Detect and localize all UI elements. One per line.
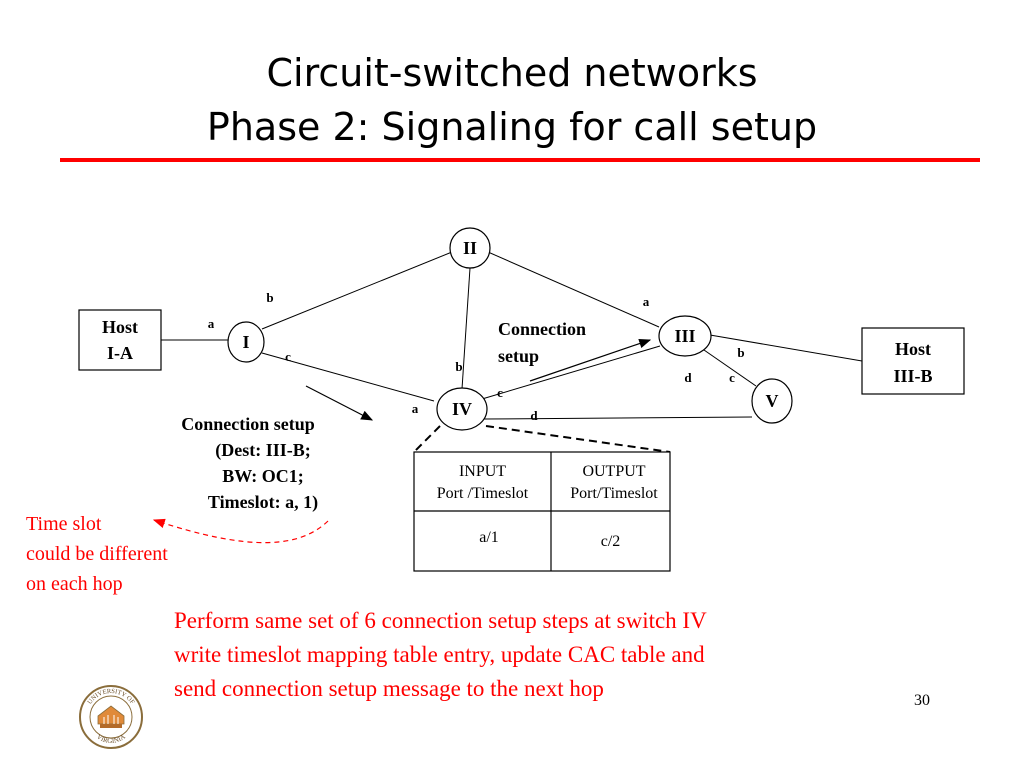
table-callout-left <box>413 425 441 453</box>
links <box>161 251 863 420</box>
title-underline <box>60 158 980 162</box>
footer-explanation: Perform same set of 6 connection setup s… <box>174 604 707 706</box>
switch-II: II <box>449 227 491 269</box>
port-label-I-c: c <box>285 349 291 364</box>
footer-explanation-line-3: send connection setup message to the nex… <box>174 676 604 701</box>
university-seal-icon: UNIVERSITY OF VIRGINIA <box>79 685 143 749</box>
footer-explanation-line-2: write timeslot mapping table entry, upda… <box>174 642 705 667</box>
port-label-IV-d: d <box>530 408 538 423</box>
time-slot-note: Time slot could be different on each hop <box>26 509 168 599</box>
port-label-I-a: a <box>208 316 215 331</box>
switch-IV: IV <box>436 387 488 431</box>
connection-setup-message-line-3: BW: OC1; <box>222 466 304 486</box>
connection-setup-right-line-1: Connection <box>498 319 587 339</box>
connection-setup-message: Connection setup (Dest: III-B; BW: OC1; … <box>160 411 356 515</box>
port-label-IV-c: c <box>497 385 503 400</box>
switch-IV-label: IV <box>452 399 472 419</box>
slide-title-line-2: Phase 2: Signaling for call setup <box>206 105 818 149</box>
link-II-IV <box>461 267 471 390</box>
table-header-input-line-2: Port /Timeslot <box>436 485 529 502</box>
switch-II-label: II <box>463 238 477 258</box>
footer-explanation-line-1: Perform same set of 6 connection setup s… <box>174 608 707 633</box>
table-cell-input: a/1 <box>479 529 499 546</box>
switch-I-label: I <box>242 332 249 352</box>
host-I-A-line-1: Host <box>102 317 138 337</box>
port-label-IV-b: b <box>455 359 462 374</box>
connection-setup-message-line-1: Connection setup <box>181 414 315 434</box>
time-slot-note-line-1: Time slot <box>26 513 102 535</box>
slide-title-line-1: Circuit-switched networks <box>266 51 758 95</box>
connection-setup-arrow-left <box>305 385 374 421</box>
host-III-B-line-1: Host <box>895 339 931 359</box>
time-slot-note-pointer <box>152 518 329 544</box>
switch-V-label: V <box>766 391 779 411</box>
connection-setup-label-right: Connection setup <box>498 316 586 370</box>
link-I-II <box>261 251 453 330</box>
host-I-A-line-2: I-A <box>107 343 133 363</box>
port-label-III-b: b <box>737 345 744 360</box>
table-header-input: INPUT Port /Timeslot <box>414 463 551 503</box>
table-callout-right <box>485 425 671 453</box>
host-I-A: Host I-A <box>78 309 162 371</box>
timeslot-mapping-table <box>413 451 671 572</box>
switch-I: I <box>227 321 265 363</box>
table-header-output-line-1: OUTPUT <box>582 463 646 480</box>
switch-III: III <box>658 315 712 357</box>
link-II-III <box>487 251 660 328</box>
link-IV-V <box>483 416 753 420</box>
port-label-III-a: a <box>643 294 650 309</box>
time-slot-note-line-2: could be different <box>26 543 168 565</box>
time-slot-note-line-3: on each hop <box>26 573 123 595</box>
host-III-B: Host III-B <box>861 327 965 395</box>
link-I-IV <box>261 352 435 402</box>
table-header-output: OUTPUT Port/Timeslot <box>551 463 677 503</box>
table-cell-output: c/2 <box>600 533 621 550</box>
connection-setup-right-line-2: setup <box>498 346 540 366</box>
table-header-output-line-2: Port/Timeslot <box>570 485 658 502</box>
link-IV-III <box>481 345 661 400</box>
connection-setup-message-line-2: (Dest: III-B; <box>215 440 311 460</box>
page-number: 30 <box>914 692 930 709</box>
host-III-B-line-2: III-B <box>893 366 932 386</box>
connection-setup-arrow-right <box>529 338 652 382</box>
port-label-V-c: c <box>729 370 735 385</box>
switch-V: V <box>751 378 793 424</box>
port-label-I-b: b <box>266 290 273 305</box>
port-label-IV-a: a <box>412 401 419 416</box>
table-header-input-line-1: INPUT <box>458 463 507 480</box>
seal-text-bottom: VIRGINIA <box>95 733 127 745</box>
port-label-III-d: d <box>684 370 692 385</box>
link-III-hostB <box>709 334 863 362</box>
port-labels: a b c b a b d c a c d <box>208 290 745 423</box>
connection-setup-message-line-4: Timeslot: a, 1) <box>207 492 319 512</box>
switch-III-label: III <box>674 326 695 346</box>
link-III-V <box>703 349 757 387</box>
